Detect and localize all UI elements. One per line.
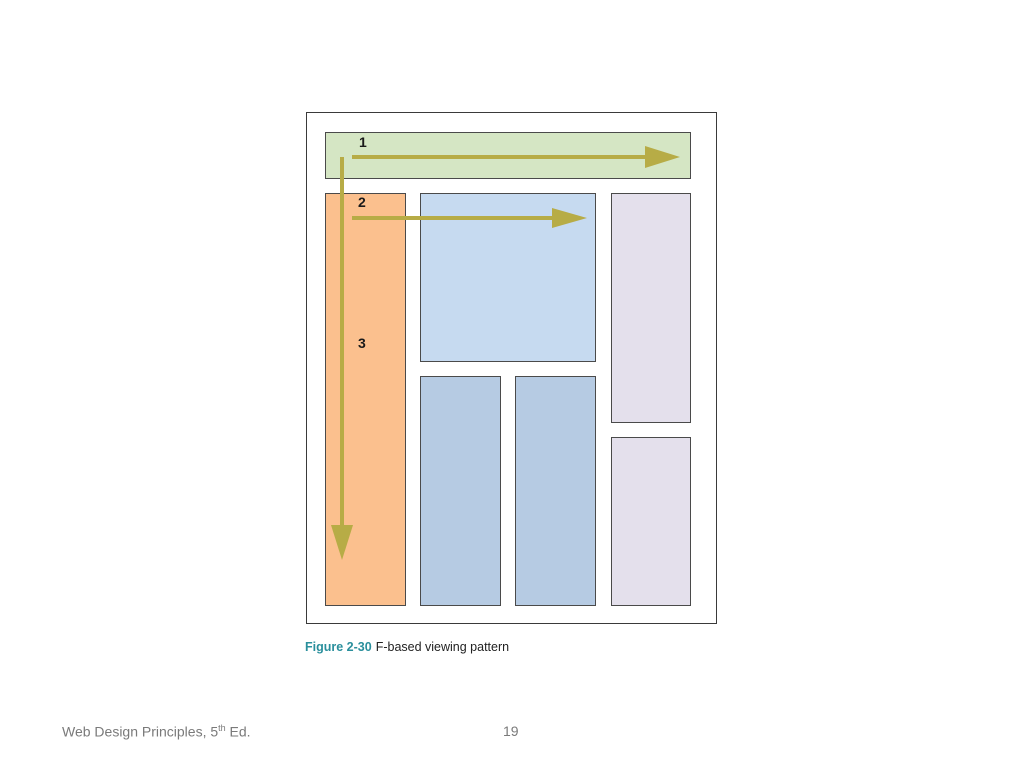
right-top-region xyxy=(611,193,691,423)
left-column-region xyxy=(325,193,406,606)
caption-text: F-based viewing pattern xyxy=(375,640,510,654)
footer-title: Web Design Principles, 5th Ed. xyxy=(62,723,251,740)
page-number: 19 xyxy=(503,723,519,739)
footer-title-suffix: Ed. xyxy=(225,723,251,740)
step-1-label: 1 xyxy=(359,134,367,150)
right-bottom-region xyxy=(611,437,691,606)
caption-label: Figure 2-30 xyxy=(305,640,372,654)
footer-title-sup: th xyxy=(218,723,226,733)
header-region xyxy=(325,132,691,179)
main-top-region xyxy=(420,193,596,362)
step-3-label: 3 xyxy=(358,335,366,351)
main-bottom-right-region xyxy=(515,376,596,606)
footer-title-prefix: Web Design Principles, 5 xyxy=(62,723,219,740)
step-2-label: 2 xyxy=(358,194,366,210)
main-bottom-left-region xyxy=(420,376,501,606)
